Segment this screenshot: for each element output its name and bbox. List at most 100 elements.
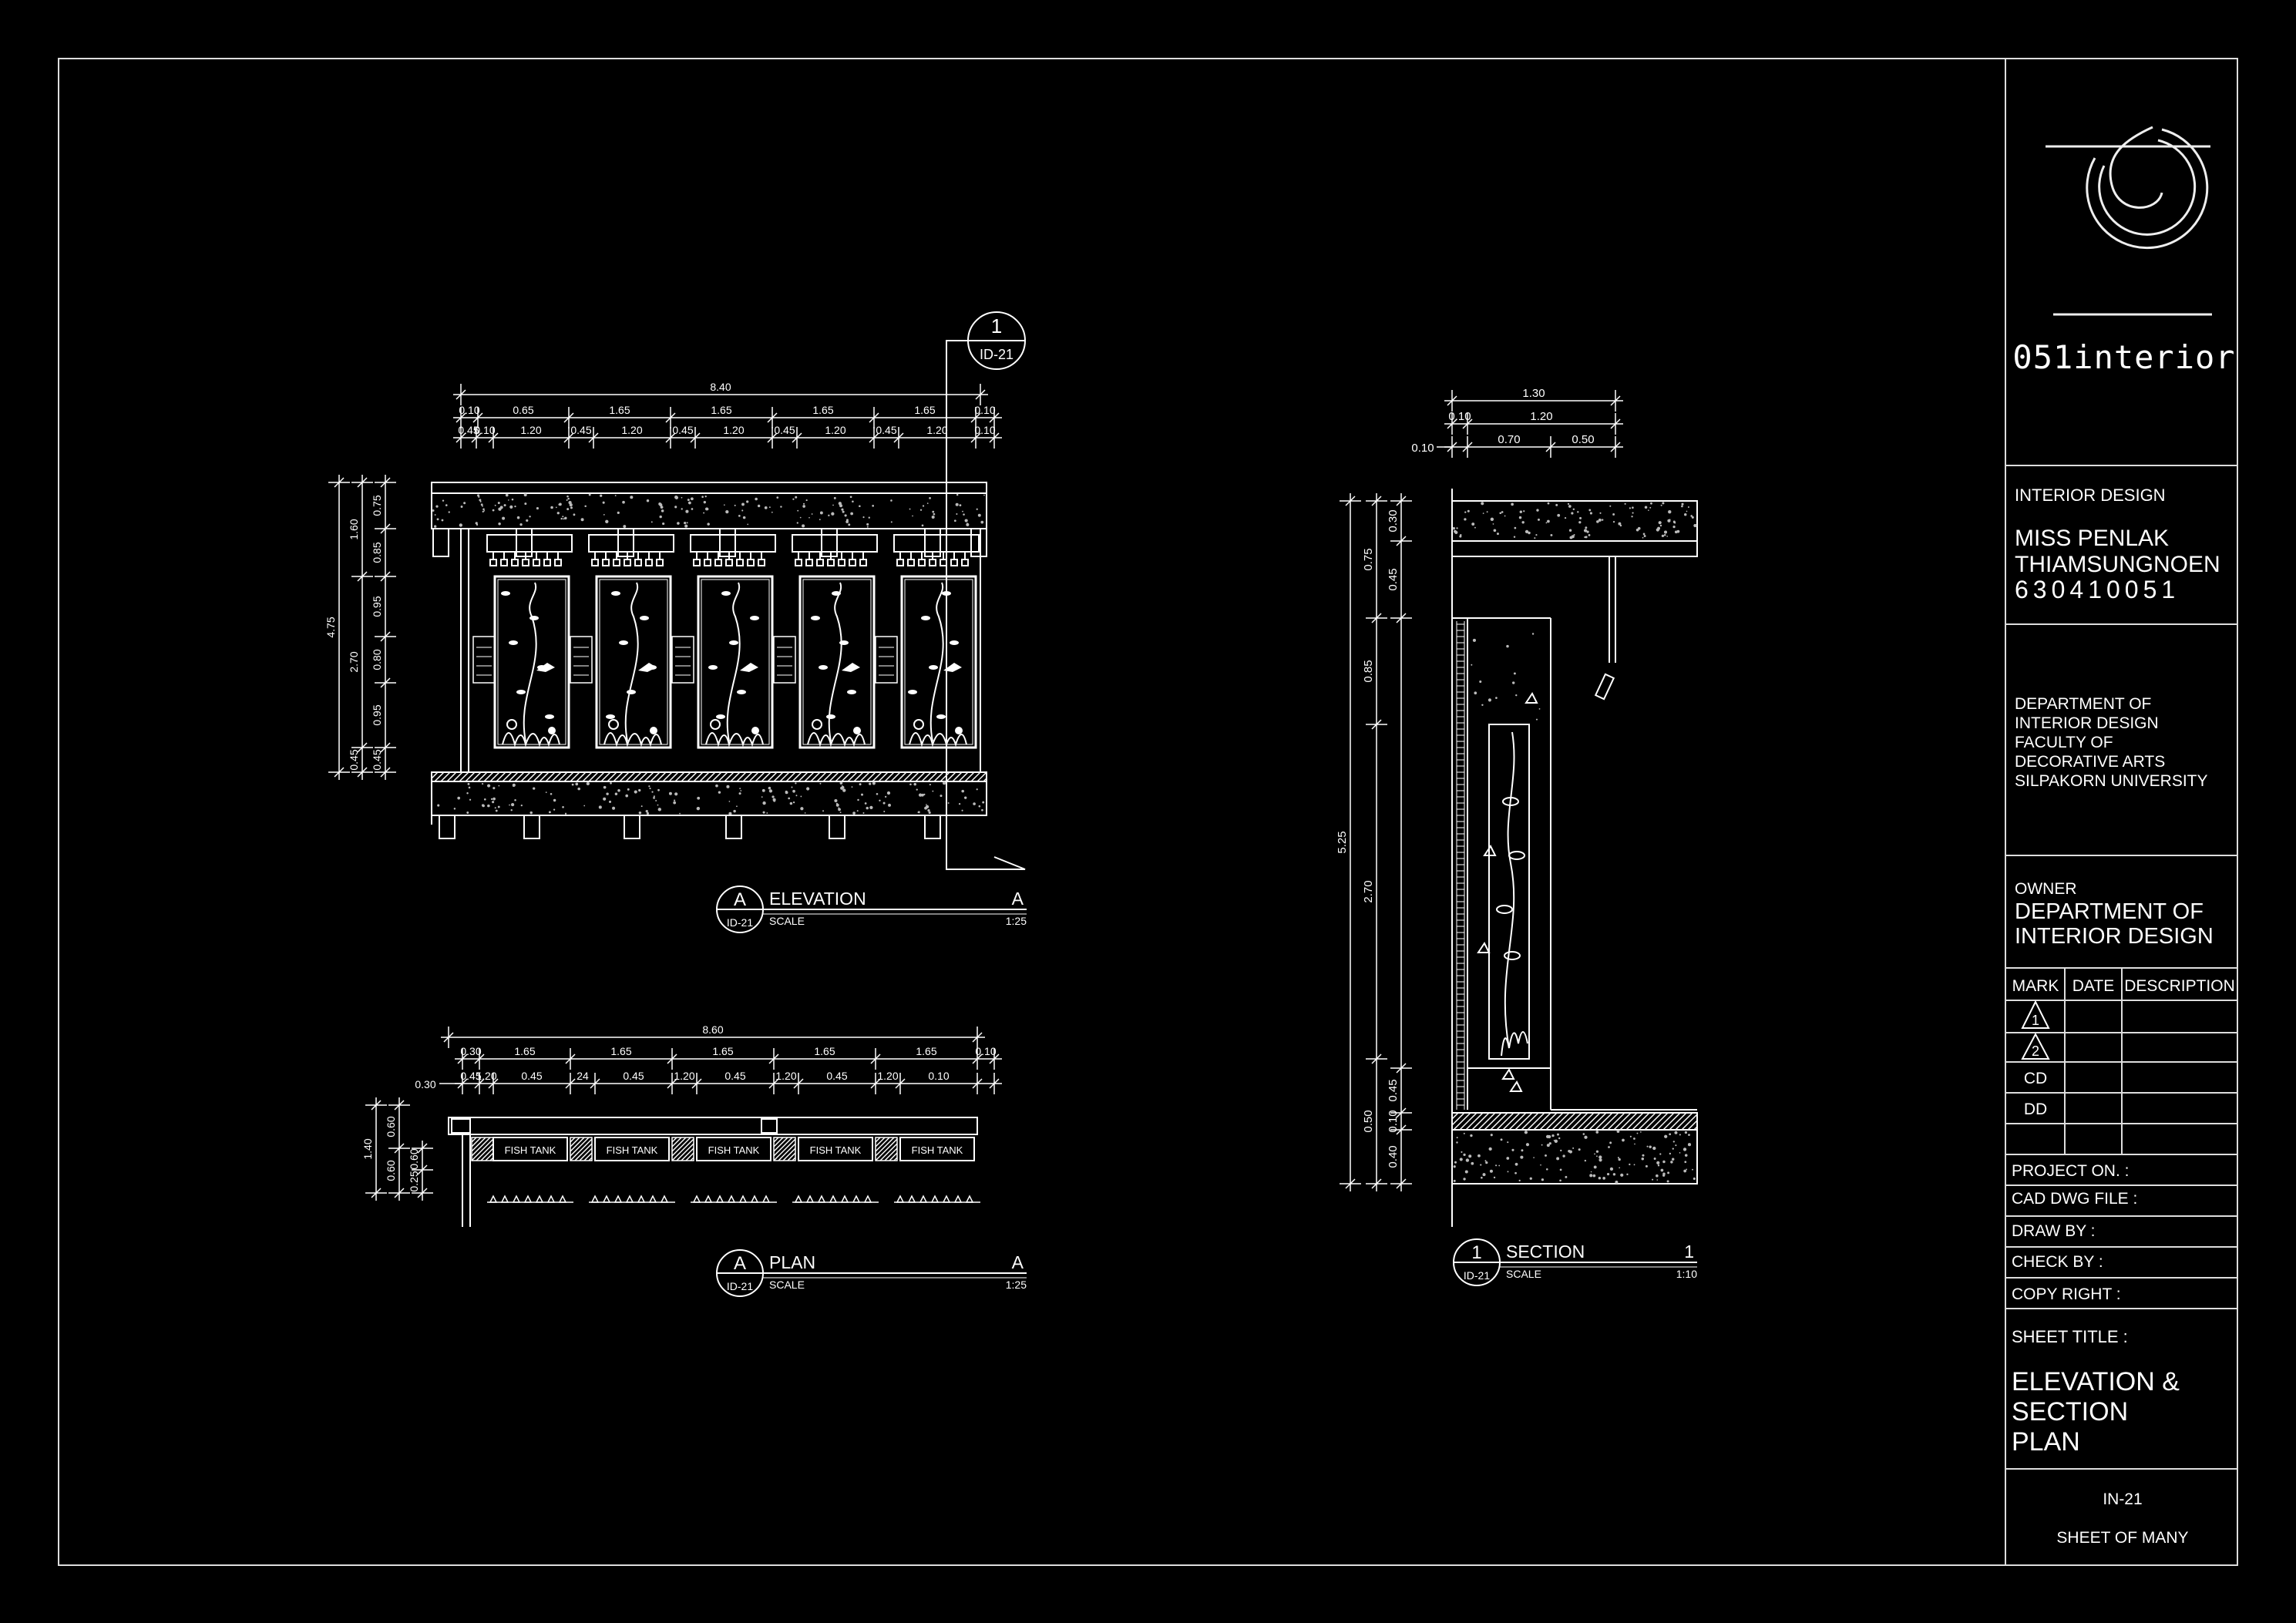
owner-label: OWNER bbox=[2015, 880, 2077, 898]
elevation-title: A ID-21 ELEVATION A SCALE 1:25 bbox=[716, 885, 1027, 933]
svg-text:SECTION: SECTION bbox=[1506, 1242, 1585, 1262]
owner-line-1: DEPARTMENT OF bbox=[2015, 899, 2204, 924]
dimension-label: 0.10 bbox=[459, 404, 479, 416]
sheet-border bbox=[58, 58, 2238, 1566]
rev-header-date: DATE bbox=[2072, 977, 2114, 995]
plan-wall-hatch bbox=[671, 1137, 694, 1161]
dimension-label: 0.65 bbox=[513, 404, 533, 416]
dimension-label: 0.45 bbox=[672, 424, 693, 436]
dimension-label: 0.45 bbox=[1387, 1079, 1400, 1101]
svg-text:1: 1 bbox=[1684, 1242, 1694, 1262]
dimension-label: 1.65 bbox=[711, 404, 731, 416]
dimension-label: 0.10 bbox=[1448, 410, 1471, 423]
dimension-label: 1.30 bbox=[1522, 387, 1545, 400]
dimension-label: 0.80 bbox=[371, 649, 383, 670]
svg-text:ELEVATION: ELEVATION bbox=[769, 889, 866, 909]
svg-text:1: 1 bbox=[2032, 1013, 2039, 1028]
dimension-label: 0.45 bbox=[826, 1070, 847, 1082]
dimension-label: 0.95 bbox=[371, 704, 383, 725]
dimension-label: 1.65 bbox=[814, 1045, 835, 1057]
svg-text:1:25: 1:25 bbox=[1006, 915, 1027, 927]
rev-mark-cd: CD bbox=[2024, 1070, 2047, 1087]
svg-text:A: A bbox=[734, 1253, 746, 1274]
svg-text:1:10: 1:10 bbox=[1676, 1268, 1697, 1280]
dimension-label: 8.60 bbox=[702, 1023, 723, 1036]
dimension-label: 0.10 bbox=[975, 1045, 996, 1057]
dimension-label: 1.60 bbox=[348, 519, 360, 539]
department-line: INTERIOR DESIGN bbox=[2015, 714, 2159, 732]
svg-text:A: A bbox=[1012, 889, 1024, 909]
rev-header-description: DESCRIPTION bbox=[2124, 977, 2235, 995]
department-line: DECORATIVE ARTS bbox=[2015, 753, 2165, 771]
svg-text:2: 2 bbox=[2032, 1043, 2039, 1059]
dimension-label: 1.20 bbox=[926, 424, 947, 436]
dimension-label: 1.20 bbox=[674, 1070, 694, 1082]
dimension-label: 0.45 bbox=[458, 424, 479, 436]
dimension-label: 2.70 bbox=[348, 651, 360, 672]
dimension-label: 1.20 bbox=[723, 424, 744, 436]
fish-tank-plan: FISH TANK bbox=[696, 1137, 771, 1161]
wall-panel-elevation bbox=[773, 636, 796, 684]
dimension-label: 0.45 bbox=[724, 1070, 745, 1082]
section-title: 1 ID-21 SECTION 1 SCALE 1:10 bbox=[1453, 1238, 1697, 1286]
owner-line-2: INTERIOR DESIGN bbox=[2015, 924, 2214, 949]
rev-header-mark: MARK bbox=[2012, 977, 2059, 995]
dimension-label: 0.10 bbox=[974, 404, 995, 416]
sheet-of: SHEET OF MANY bbox=[2056, 1529, 2188, 1547]
rev-mark-dd: DD bbox=[2024, 1100, 2047, 1118]
svg-text:ID-21: ID-21 bbox=[727, 1280, 753, 1292]
title-block-field: PROJECT ON. : bbox=[2012, 1162, 2129, 1180]
dimension-label: 0.45 bbox=[623, 1070, 644, 1082]
dimension-label: 0.75 bbox=[1362, 548, 1375, 570]
plan-wall-hatch bbox=[471, 1137, 494, 1161]
title-block-field: CHECK BY : bbox=[2012, 1253, 2103, 1271]
department-line: SILPAKORN UNIVERSITY bbox=[2015, 772, 2208, 790]
svg-text:SCALE: SCALE bbox=[769, 915, 805, 927]
fish-tank-label: FISH TANK bbox=[810, 1144, 862, 1156]
svg-text:ID-21: ID-21 bbox=[980, 347, 1014, 362]
dimension-label: 1.65 bbox=[610, 1045, 631, 1057]
fish-tank-elevation bbox=[493, 575, 570, 749]
fish-tank-plan: FISH TANK bbox=[492, 1137, 568, 1161]
wall-panel-elevation bbox=[472, 636, 496, 684]
svg-text:1: 1 bbox=[1471, 1242, 1481, 1263]
dimension-label: 1.65 bbox=[514, 1045, 535, 1057]
fish-tank-plan: FISH TANK bbox=[798, 1137, 873, 1161]
svg-text:1: 1 bbox=[991, 314, 1002, 338]
dimension-label: 0.75 bbox=[371, 495, 383, 516]
department-line: DEPARTMENT OF bbox=[2015, 695, 2151, 713]
sheet-title-label: SHEET TITLE : bbox=[2012, 1327, 2128, 1346]
dimension-label: 0.70 bbox=[1498, 433, 1520, 446]
dimension-label: 0.10 bbox=[974, 424, 995, 436]
dimension-label: 0.45 bbox=[371, 749, 383, 770]
fish-tank-plan: FISH TANK bbox=[899, 1137, 975, 1161]
designer-name-2: THIAMSUNGNOEN bbox=[2015, 552, 2220, 577]
plan-wall-hatch bbox=[773, 1137, 796, 1161]
dimension-label: 0.45 bbox=[521, 1070, 542, 1082]
dimension-label: 1.20 bbox=[877, 1070, 898, 1082]
section-callout-1: 1 ID-21 bbox=[946, 311, 1026, 870]
dimension-label: 4.75 bbox=[324, 617, 337, 637]
dimension-label: 1.20 bbox=[825, 424, 845, 436]
brand-logo-icon bbox=[2046, 126, 2212, 316]
dimension-label: 0.10 bbox=[928, 1070, 949, 1082]
fish-tank-label: FISH TANK bbox=[607, 1144, 658, 1156]
dimension-label: 1.65 bbox=[812, 404, 833, 416]
dimension-label: 0.30 bbox=[460, 1045, 481, 1057]
dimension-label: 1.65 bbox=[916, 1045, 936, 1057]
dimension-label: 0.45 bbox=[774, 424, 795, 436]
svg-text:SCALE: SCALE bbox=[1506, 1268, 1541, 1280]
title-block-fields: PROJECT ON. :CAD DWG FILE :DRAW BY :CHEC… bbox=[2012, 1162, 2137, 1303]
fish-tank-plan: FISH TANK bbox=[594, 1137, 670, 1161]
title-block-field: DRAW BY : bbox=[2012, 1222, 2096, 1240]
fish-tank-elevation bbox=[900, 575, 977, 749]
sheet-title-line: PLAN bbox=[2012, 1427, 2080, 1457]
department-line: FACULTY OF bbox=[2015, 734, 2113, 751]
svg-text:A: A bbox=[734, 889, 746, 910]
dimension-label: 0.40 bbox=[1387, 1145, 1400, 1168]
dimension-label: 1.20 bbox=[775, 1070, 796, 1082]
dimension-label: 0.85 bbox=[371, 542, 383, 563]
